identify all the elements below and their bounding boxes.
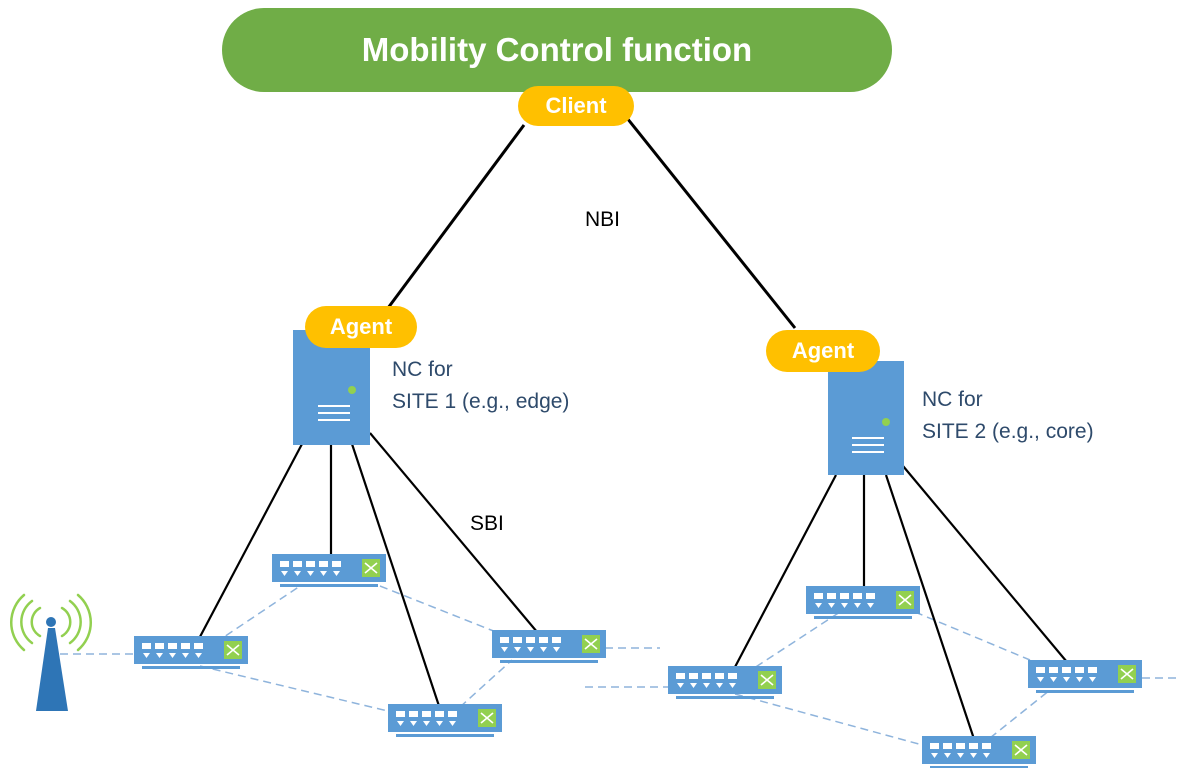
mobility-control-function: Mobility Control function [222,8,892,92]
link-sw2-sw3 [379,585,497,633]
link-sw1-sw2 [214,585,301,644]
nbi-link-site2 [625,117,797,329]
site2-agent-label: Agent [791,338,855,363]
switch-icon [668,666,782,699]
switch-icon [272,554,386,587]
sbi-link [724,474,837,687]
site1-agent-label: Agent [329,314,393,339]
site2-nc-line1: NC for [922,388,983,411]
site2-agent-tag: Agent [766,330,880,372]
site2-nc-line2: SITE 2 (e.g., core) [922,420,1094,443]
link-sw6-sw7 [914,611,1031,661]
switch-icon [492,630,606,663]
site1-nc-label: NC for SITE 1 (e.g., edge) [392,354,569,418]
antenna-icon [10,593,92,711]
switch-icon [388,704,502,737]
link-sw4-sw3 [459,659,513,708]
link-sw1-sw4 [199,665,393,713]
switch-icon [1028,660,1142,693]
link-sw8-sw7 [989,689,1051,739]
sbi-link [369,432,549,646]
sbi-label: SBI [470,512,504,535]
sbi-link [884,474,978,746]
client-label: Client [545,93,607,118]
site2-nc-label: NC for SITE 2 (e.g., core) [922,384,1094,448]
nbi-link-site1 [386,124,526,309]
sbi-link [350,443,445,719]
link-sw5-sw6 [744,611,841,675]
switch-icon [134,636,248,669]
title-text: Mobility Control function [361,31,753,68]
switch-icon [806,586,920,619]
sbi-link [192,443,303,651]
switch-icon [922,736,1036,768]
nbi-label: NBI [585,208,621,231]
site1-agent-tag: Agent [305,306,417,348]
client-tag: Client [518,86,634,126]
site1-nc-line1: NC for [392,358,453,381]
server-icon [293,330,370,445]
link-sw5-sw8 [734,693,927,747]
site1-nc-line2: SITE 1 (e.g., edge) [392,390,570,413]
server-icon [828,361,904,475]
sbi-link [902,465,1083,681]
